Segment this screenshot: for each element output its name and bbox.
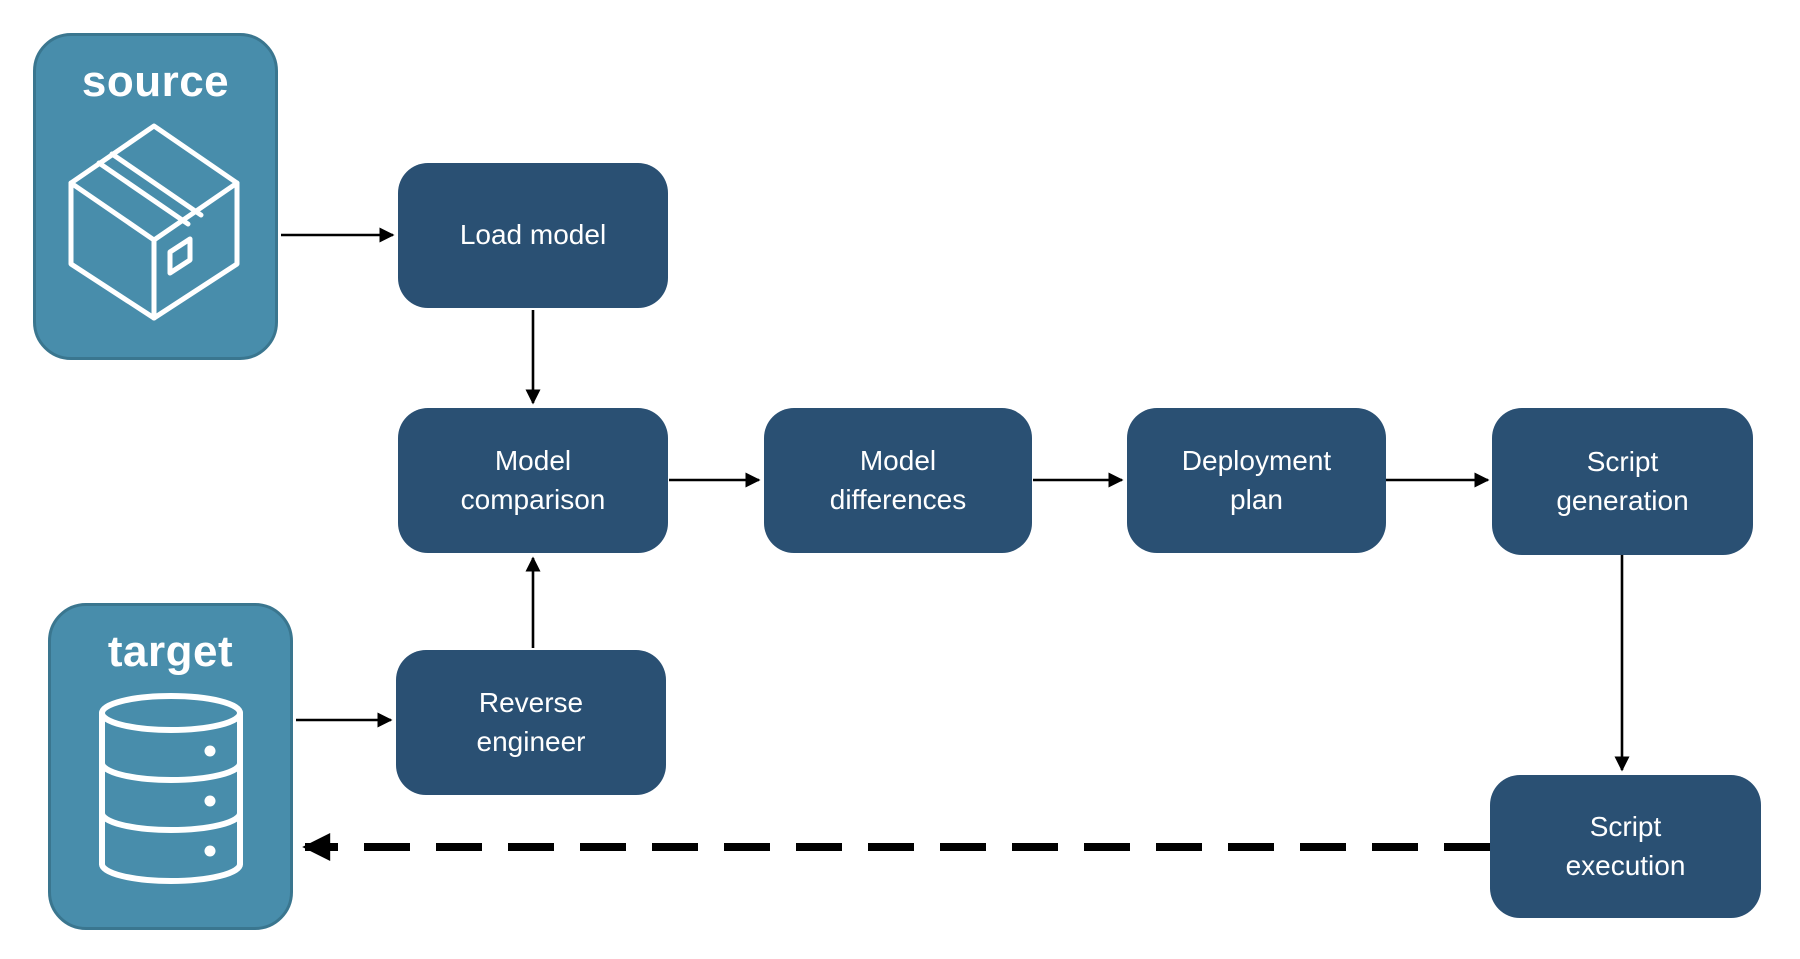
node-reverse-engineer: Reverse engineer: [396, 650, 666, 795]
node-label: Deployment plan: [1181, 444, 1332, 515]
node-label: Reverse engineer: [476, 686, 586, 757]
node-label: Script execution: [1565, 810, 1686, 881]
node-script-execution: Script execution: [1490, 775, 1761, 918]
node-deployment-plan: Deployment plan: [1127, 408, 1386, 553]
node-script-generation: Script generation: [1492, 408, 1753, 555]
source-title: source: [81, 57, 230, 106]
node-model-comparison: Model comparison: [398, 408, 668, 553]
node-load-model: Load model: [398, 163, 668, 308]
node-label: Model differences: [829, 444, 967, 515]
entity-target: target: [48, 603, 293, 930]
node-model-differences: Model differences: [764, 408, 1032, 553]
database-icon: [98, 693, 243, 884]
node-label: Load model: [459, 219, 607, 251]
target-title: target: [107, 627, 234, 676]
package-icon: [68, 123, 239, 321]
node-label: Model comparison: [460, 444, 606, 515]
entity-source: source: [33, 33, 278, 360]
node-label: Script generation: [1556, 445, 1689, 516]
